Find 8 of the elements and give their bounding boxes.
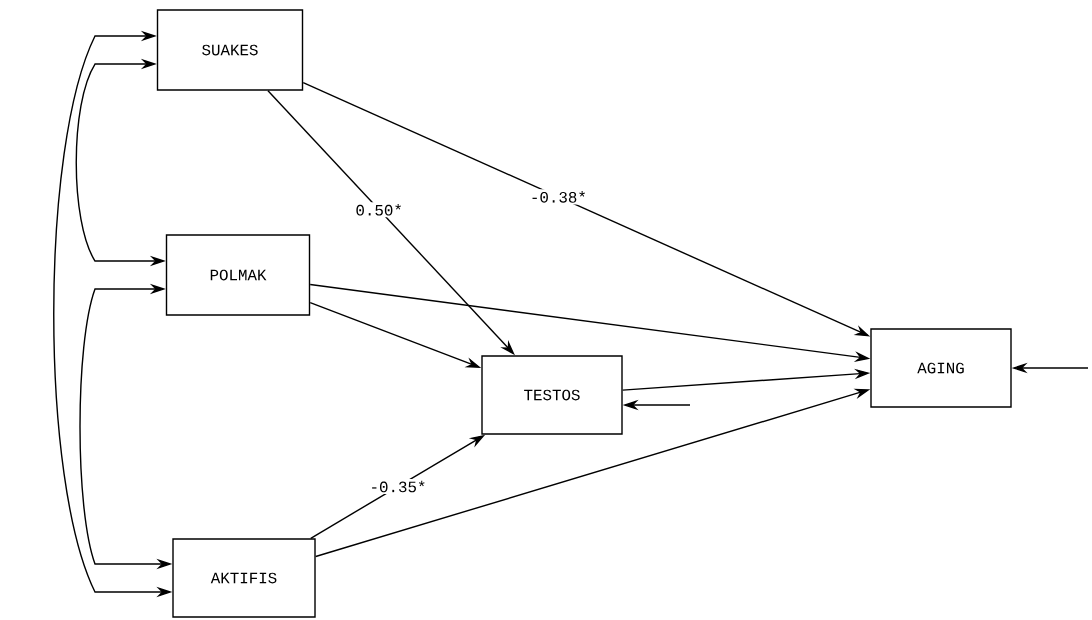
variable-box: SUAKES: [156, 9, 304, 91]
edge-label: -0.35*: [367, 478, 429, 495]
variable-box: TESTOS: [481, 355, 623, 435]
edge-label: 0.50*: [353, 202, 405, 218]
variable-box: AKTIFIS: [172, 538, 316, 618]
variable-box: POLMAK: [165, 234, 311, 316]
variable-box: AGING: [870, 328, 1012, 408]
edge-label: -0.38*: [528, 189, 589, 205]
